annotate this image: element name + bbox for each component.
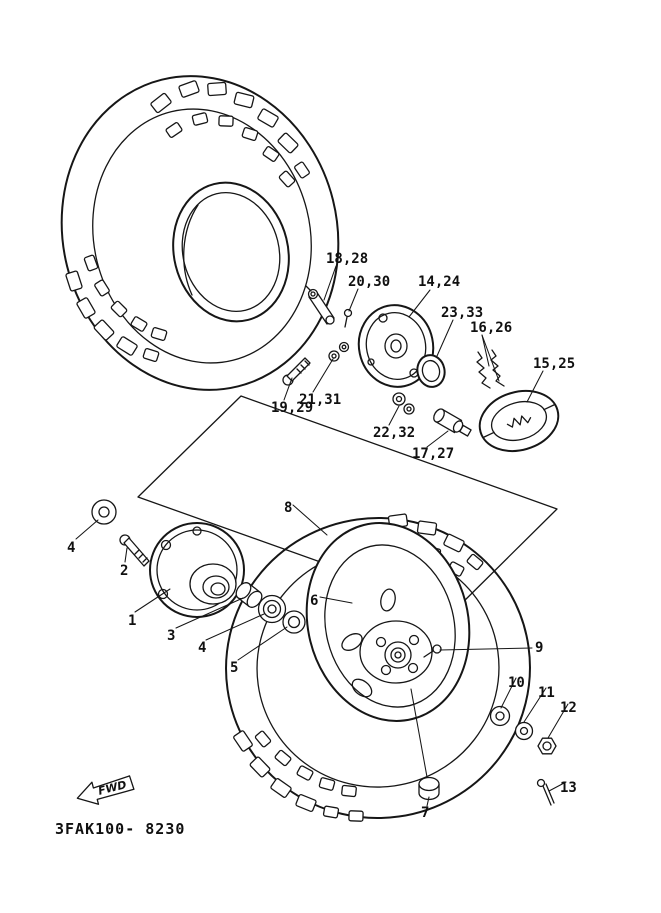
fwd-arrow-icon: FWD — [76, 775, 135, 805]
leader-lines — [75, 265, 569, 807]
callout-5: 5 — [230, 660, 238, 676]
callout-10: 10 — [508, 675, 525, 691]
front-hub-assembly — [91, 499, 306, 634]
flat-washer — [489, 705, 511, 727]
hub-seal — [282, 610, 306, 634]
callout-14-24: 14,24 — [418, 274, 460, 290]
callout-6: 6 — [310, 593, 318, 609]
callout-13: 13 — [560, 780, 577, 796]
callout-15-25: 15,25 — [533, 356, 575, 372]
axle-hardware — [410, 688, 557, 806]
front-hub — [149, 522, 245, 618]
callout-23-33: 23,33 — [441, 305, 483, 321]
callout-8: 8 — [284, 500, 292, 516]
callout-9: 9 — [535, 640, 543, 656]
callout-7: 7 — [421, 805, 429, 821]
wheel-bearing — [257, 594, 287, 624]
callout-17-27: 17,27 — [412, 446, 454, 462]
brake-shoe-set — [478, 390, 560, 452]
cam-washers — [328, 341, 350, 362]
callout-18-28: 18,28 — [326, 251, 368, 267]
spacer-collar — [235, 582, 263, 608]
front-tire-illustration — [60, 75, 340, 391]
callout-2: 2 — [120, 563, 128, 579]
shoe-adjuster — [433, 408, 472, 437]
part-number-code: 3FAK100- 8230 — [55, 820, 185, 838]
outer-washer — [91, 499, 117, 525]
oil-seal — [416, 354, 446, 388]
cam-bolt — [282, 357, 311, 386]
wheel-stud — [119, 534, 150, 567]
cotter-pin — [536, 778, 555, 806]
callout-22-32: 22,32 — [373, 425, 415, 441]
castle-nut — [537, 737, 557, 755]
callout-21-31: 21,31 — [299, 392, 341, 408]
wheel-rim — [305, 522, 471, 722]
lever-screw — [343, 308, 353, 328]
callout-4a: 4 — [67, 540, 75, 556]
shoe-springs — [476, 349, 505, 389]
hub-bolt-detail — [423, 644, 442, 658]
callout-16-26: 16,26 — [470, 320, 512, 336]
callout-20-30: 20,30 — [348, 274, 390, 290]
lock-washer — [514, 721, 534, 741]
brake-assembly — [282, 285, 560, 452]
callout-12: 12 — [560, 700, 577, 716]
callout-1: 1 — [128, 613, 136, 629]
washer-and-circlip — [392, 392, 415, 415]
callout-3: 3 — [167, 628, 175, 644]
callout-19-29: 19,29 — [271, 400, 313, 416]
callout-labels: 18,28 20,30 14,24 23,33 16,26 15,25 19,2… — [67, 251, 577, 821]
axle-nut — [418, 776, 440, 801]
callout-4b: 4 — [198, 640, 206, 656]
callout-11: 11 — [538, 685, 555, 701]
brake-camshaft-lever — [305, 285, 335, 325]
